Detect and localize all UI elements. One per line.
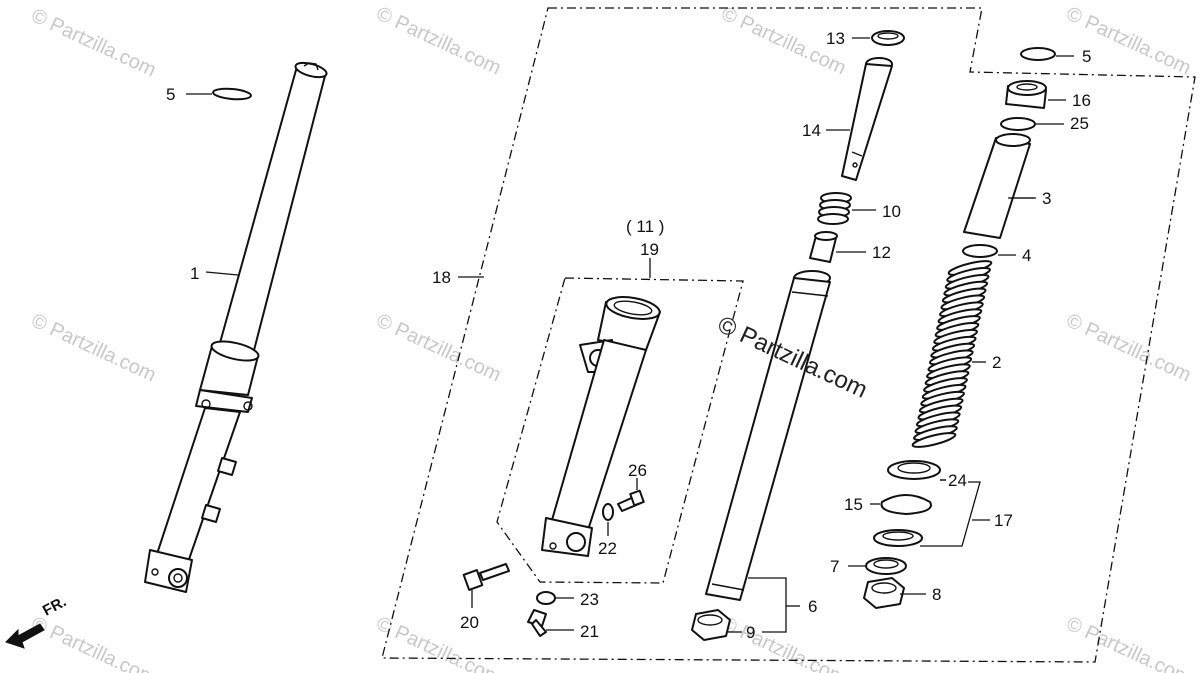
- callout-11: ( 11 ): [626, 217, 664, 236]
- callout-25: 25: [1070, 114, 1089, 133]
- callout-1: 1: [190, 264, 199, 283]
- watermark-tile: © Partzilla.com: [373, 3, 504, 80]
- subassembly-boundary-19: [496, 277, 744, 584]
- part-2-fork-spring: [911, 260, 993, 448]
- callout-12: 12: [872, 243, 891, 262]
- callout-8: 8: [932, 585, 941, 604]
- part-6-fork-tube: [705, 270, 831, 601]
- callout-19: 19: [640, 240, 659, 259]
- callout-16: 16: [1072, 91, 1091, 110]
- part-12-oil-lock-piece: [809, 231, 866, 263]
- part-15-stopper-ring: [870, 494, 932, 515]
- part-26-bleed-bolt: [617, 478, 645, 512]
- part-19-fork-slider: [541, 296, 661, 557]
- part-5-circlip-right: [1020, 47, 1074, 61]
- assembly-boundary-18: [381, 7, 1196, 663]
- callout-6: 6: [808, 597, 817, 616]
- part-13-piston-ring: [852, 30, 905, 46]
- bracket-17: [920, 481, 981, 547]
- callout-3: 3: [1042, 189, 1051, 208]
- callout-20: 20: [460, 613, 479, 632]
- part-8-nut: [863, 577, 926, 609]
- part-guide-bushing: [873, 529, 923, 547]
- callout-9: 9: [746, 623, 755, 642]
- part-20-socket-bolt: [462, 563, 510, 608]
- part-10-rebound-spring: [817, 192, 876, 225]
- leader-1: [205, 271, 239, 276]
- part-7-washer: [848, 557, 907, 575]
- callout-5-right: 5: [1082, 47, 1091, 66]
- watermark-tile: © Partzilla.com: [1063, 613, 1194, 673]
- callout-22: 22: [598, 539, 617, 558]
- part-9-hex-nut: [691, 609, 731, 641]
- watermark-tile: © Partzilla.com: [1063, 3, 1194, 80]
- callout-10: 10: [882, 202, 901, 221]
- callout-14: 14: [802, 121, 821, 140]
- part-21-drain-bolt: [527, 609, 574, 637]
- watermark-tile: © Partzilla.com: [28, 5, 159, 82]
- part-1-fork-assembly: [144, 61, 328, 593]
- watermark-tile: © Partzilla.com: [718, 613, 849, 673]
- callout-15: 15: [844, 495, 863, 514]
- watermark-tile: © Partzilla.com: [373, 310, 504, 387]
- part-5-circlip-left: [186, 87, 252, 101]
- callout-24: 24: [948, 471, 967, 490]
- bracket-6-9: [748, 577, 787, 633]
- part-24-oil-seal: [887, 460, 946, 481]
- callout-2: 2: [992, 353, 1001, 372]
- callout-23: 23: [580, 590, 599, 609]
- callout-4: 4: [1022, 246, 1031, 265]
- part-22-washer: [602, 503, 614, 536]
- part-4-spring-seat: [962, 244, 1016, 258]
- part-14-fork-piston: [826, 57, 893, 181]
- part-16-fork-bolt: [1005, 80, 1066, 109]
- callout-5-left: 5: [166, 85, 175, 104]
- watermark-tile: © Partzilla.com: [28, 310, 159, 387]
- watermark-tile: © Partzilla.com: [1063, 310, 1194, 387]
- part-3-spring-spacer: [963, 133, 1034, 239]
- watermark-tile: © Partzilla.com: [373, 613, 504, 673]
- callout-26: 26: [628, 461, 647, 480]
- part-23-sealing-washer: [536, 591, 574, 605]
- callout-21: 21: [580, 622, 599, 641]
- callout-7: 7: [830, 557, 839, 576]
- callout-18: 18: [432, 268, 451, 287]
- callout-labels: 5 1 18 ( 11 ) 19 26 22 20 23 21 13 14 10…: [166, 29, 1091, 642]
- watermark-tile: © Partzilla.com: [28, 613, 159, 673]
- callout-17: 17: [994, 511, 1013, 530]
- part-25-o-ring: [1000, 117, 1064, 131]
- spring-coil: [911, 432, 957, 448]
- callout-13: 13: [826, 29, 845, 48]
